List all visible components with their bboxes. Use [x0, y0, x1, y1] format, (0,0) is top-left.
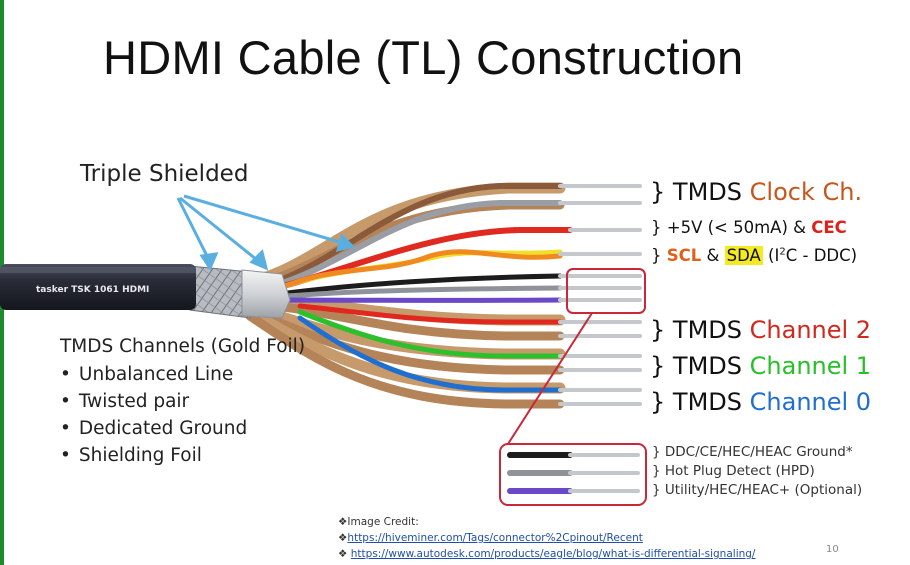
tmds-bullet: Dedicated Ground — [60, 415, 305, 442]
wire-ch2-red — [297, 303, 563, 325]
label-channel-1: } TMDS Channel 1 — [650, 352, 871, 380]
tmds-info-heading: TMDS Channels (Gold Foil) — [60, 336, 306, 357]
label-ch2: Channel 2 — [749, 316, 872, 344]
credit-link-autodesk[interactable]: https://www.autodesk.com/products/eagle/… — [350, 548, 756, 560]
label-amp: & — [701, 246, 725, 265]
label-ch-prefix: TMDS — [672, 388, 750, 416]
label-scl: SCL — [666, 246, 702, 265]
bracket: } — [650, 178, 666, 206]
bracket: } — [650, 388, 666, 416]
credit-marker: ❖ — [338, 548, 351, 560]
label-sda: SDA — [724, 246, 763, 265]
wire-clock-gray — [267, 200, 563, 290]
label-ground: } DDC/CE/HEC/HEAC Ground* — [652, 444, 853, 460]
tmds-bullet: Shielding Foil — [60, 442, 305, 469]
label-power-cec: } +5V (< 50mA) & CEC — [651, 218, 847, 237]
credits-heading: ❖Image Credit: — [338, 516, 419, 528]
credit-row-2: ❖ https://www.autodesk.com/products/eagl… — [338, 546, 755, 562]
wire-ground-black — [262, 273, 563, 299]
bracket: } — [652, 463, 661, 479]
bracket: } — [652, 482, 661, 498]
wire-hpd-gray — [262, 285, 563, 301]
insulated-wires — [262, 183, 573, 393]
label-ddc: } SCL & SDA (I2C - DDC) — [651, 246, 857, 265]
image-credits: ❖Image Credit: ❖https://hiveminer.com/Ta… — [338, 514, 755, 562]
wire-ch0-blue — [297, 315, 563, 393]
label-channel-0: } TMDS Channel 0 — [650, 388, 871, 416]
label-cec: CEC — [811, 218, 847, 237]
label-ground-text: DDC/CE/HEC/HEAC Ground* — [664, 444, 853, 460]
tmds-bullet: Twisted pair — [60, 388, 305, 415]
detail-wires — [507, 452, 640, 494]
label-utility: } Utility/HEC/HEAC+ (Optional) — [652, 482, 862, 498]
triple-shielded-label: Triple Shielded — [80, 161, 249, 187]
conductor-tails — [558, 184, 642, 406]
credit-link-hiveminer[interactable]: https://hiveminer.com/Tags/connector%2Cp… — [347, 532, 643, 544]
label-utility-text: Utility/HEC/HEAC+ (Optional) — [664, 482, 863, 498]
label-i2c-sup: 2 — [779, 246, 786, 258]
cable-jacket — [0, 264, 196, 310]
highlight-box-top — [566, 268, 646, 314]
wire-clock-brown — [267, 183, 563, 287]
bracket: } — [650, 316, 666, 344]
label-hpd: } Hot Plug Detect (HPD) — [652, 463, 815, 479]
label-ch1: Channel 1 — [749, 352, 872, 380]
label-clock-prefix: TMDS — [672, 178, 750, 206]
highlight-connector-line — [507, 312, 593, 445]
label-ch-prefix: TMDS — [672, 352, 750, 380]
label-channel-2: } TMDS Channel 2 — [650, 316, 871, 344]
tmds-bullet-list: Unbalanced Line Twisted pair Dedicated G… — [60, 361, 305, 469]
bracket: } — [651, 218, 662, 237]
label-i2c-pre: (I — [762, 246, 780, 265]
foil-ch0-lower — [245, 311, 565, 409]
label-clock-colored: Clock Ch. — [749, 178, 863, 206]
slide-page-number: 10 — [826, 544, 839, 555]
aluminum-foil-shield — [241, 269, 291, 319]
credit-marker: ❖ — [338, 532, 348, 544]
tmds-bullet: Unbalanced Line — [60, 361, 305, 388]
wire-ch1-green — [297, 309, 563, 359]
label-ch-prefix: TMDS — [672, 316, 750, 344]
credit-row-1: ❖https://hiveminer.com/Tags/connector%2C… — [338, 530, 755, 546]
label-power-text: +5V (< 50mA) & — [666, 218, 812, 237]
tmds-info: TMDS Channels (Gold Foil) Unbalanced Lin… — [60, 336, 305, 469]
wire-ddc-orange — [265, 249, 563, 297]
label-hpd-text: Hot Plug Detect (HPD) — [664, 463, 815, 479]
slide-title: HDMI Cable (TL) Construction — [103, 31, 744, 84]
triple-shield-arrows — [176, 194, 355, 272]
bracket: } — [650, 352, 666, 380]
highlight-box-bottom — [499, 443, 647, 506]
label-clock-channel: } TMDS Clock Ch. — [650, 178, 862, 206]
bracket: } — [652, 444, 661, 460]
label-i2c-post: C - DDC) — [785, 246, 858, 265]
bracket: } — [651, 246, 662, 265]
cable-print: tasker TSK 1061 HDMI — [36, 285, 149, 295]
label-ch0: Channel 0 — [749, 388, 872, 416]
